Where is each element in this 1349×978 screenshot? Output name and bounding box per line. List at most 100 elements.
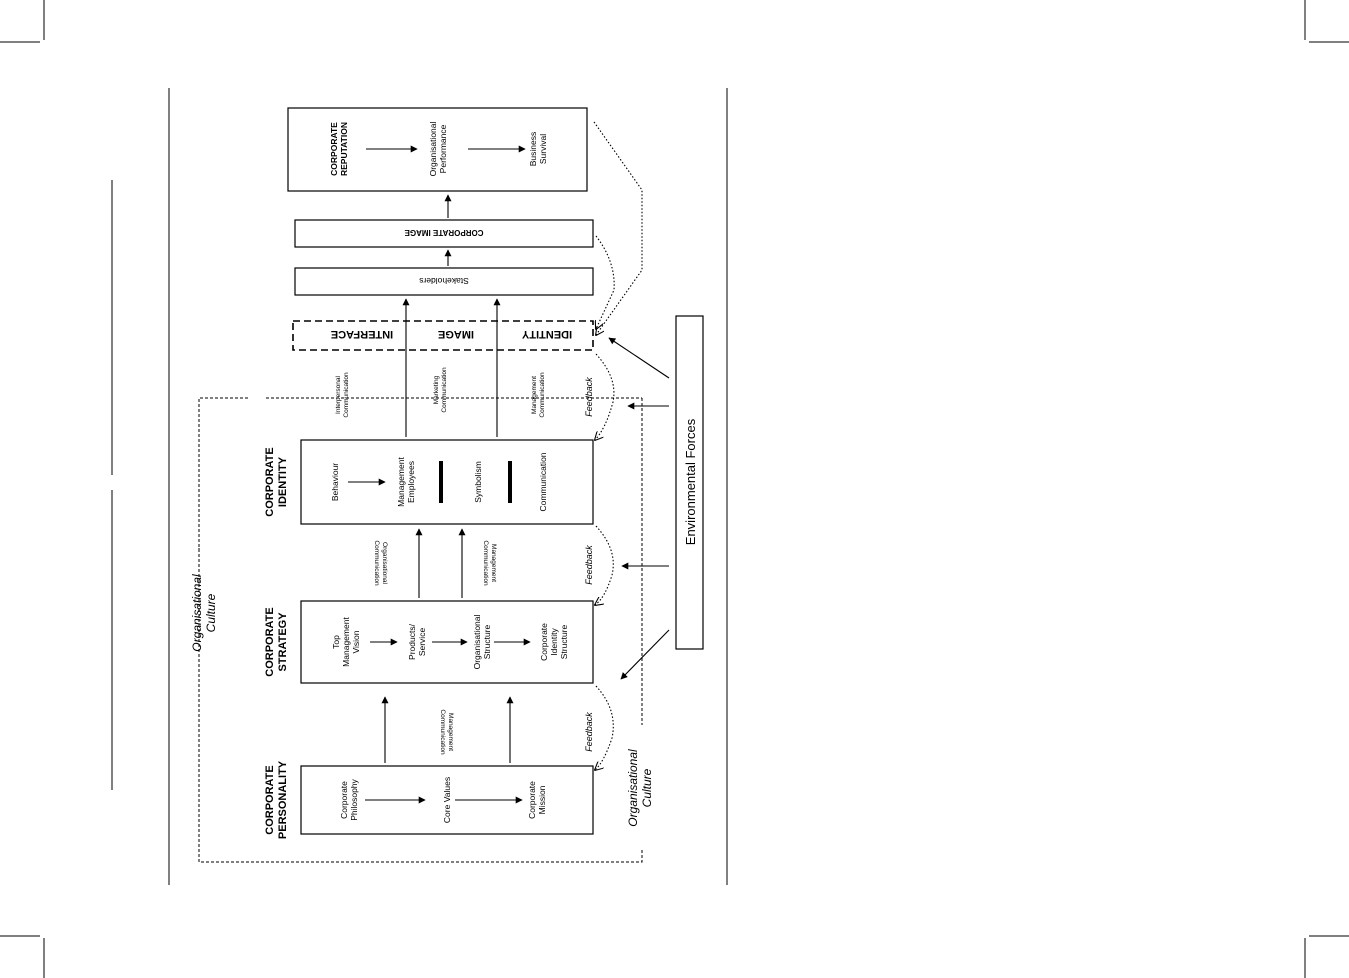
svg-text:Communication: Communication <box>539 372 546 418</box>
svg-text:Environmental Forces: Environmental Forces <box>683 418 698 545</box>
svg-text:Corporate: Corporate <box>539 623 549 661</box>
mission-label: Corporate Mission <box>527 781 547 819</box>
org-culture-label-bottom: Organisational Culture <box>626 749 654 827</box>
svg-text:INTERFACE: INTERFACE <box>331 328 393 340</box>
svg-text:Culture: Culture <box>204 593 218 632</box>
svg-text:Communication: Communication <box>482 540 489 586</box>
org-structure-label: Organisational Structure <box>472 614 492 669</box>
comm-management-3: Management Communication <box>531 372 546 418</box>
reputation-box <box>287 107 588 192</box>
svg-text:Organisational: Organisational <box>428 121 438 176</box>
svg-text:Communication: Communication <box>343 372 350 418</box>
svg-text:Business: Business <box>528 132 538 167</box>
svg-text:Communication: Communication <box>441 367 448 413</box>
svg-text:Management: Management <box>531 376 538 414</box>
culture-boundary <box>198 397 643 863</box>
svg-text:PERSONALITY: PERSONALITY <box>277 760 289 839</box>
svg-text:Core Values: Core Values <box>442 777 452 823</box>
svg-text:REPUTATION: REPUTATION <box>339 122 349 176</box>
svg-text:Management: Management <box>447 713 454 751</box>
performance-label: Organisational Performance <box>428 121 448 176</box>
feedback-label-3: Feedback <box>584 377 594 417</box>
svg-text:Structure: Structure <box>559 624 569 659</box>
svg-text:Feedback: Feedback <box>584 545 594 585</box>
svg-text:IMAGE: IMAGE <box>438 328 474 340</box>
feedback-curve-reputation <box>593 121 643 335</box>
stakeholders-box <box>294 267 594 296</box>
corporate-image-label: CORPORATE IMAGE <box>404 228 484 237</box>
svg-text:Behaviour: Behaviour <box>330 463 340 501</box>
comm-interpersonal: Interpersonal Communication <box>335 372 350 418</box>
feedback-curve-strategy <box>595 525 614 605</box>
svg-text:Mission: Mission <box>537 785 547 814</box>
svg-text:Corporate: Corporate <box>339 781 349 819</box>
svg-text:IDENTITY: IDENTITY <box>521 328 572 340</box>
cis-label: Corporate Identity Structure <box>539 623 569 661</box>
personality-title: CORPORATE PERSONALITY <box>264 760 289 839</box>
arrow-env-feedback-strategy <box>620 629 670 680</box>
svg-text:Survival: Survival <box>538 134 548 164</box>
stakeholders-label: Stakeholders <box>419 276 469 286</box>
svg-text:Philosophy: Philosophy <box>349 778 359 820</box>
svg-text:CORPORATE: CORPORATE <box>329 122 339 176</box>
identity-title: CORPORATE IDENTITY <box>264 447 289 516</box>
comm-management-2: Management Communication <box>482 540 497 586</box>
svg-text:Management: Management <box>490 544 497 582</box>
svg-text:Management: Management <box>341 617 351 667</box>
svg-text:Organisational: Organisational <box>626 749 640 827</box>
interface-image-label: IMAGE <box>438 328 474 340</box>
corporate-image-box <box>294 219 594 248</box>
products-label: Products/ Service <box>407 623 427 660</box>
svg-text:STRATEGY: STRATEGY <box>277 612 289 672</box>
svg-text:Symbolism: Symbolism <box>473 461 483 503</box>
svg-text:Organisational: Organisational <box>381 542 388 584</box>
philosophy-label: Corporate Philosophy <box>339 778 359 820</box>
svg-text:Products/: Products/ <box>407 623 417 660</box>
interface-identity-label: IDENTITY <box>521 328 572 340</box>
svg-text:Employees: Employees <box>406 461 416 503</box>
svg-text:Organisational: Organisational <box>472 614 482 669</box>
svg-text:Service: Service <box>417 628 427 657</box>
feedback-label-2: Feedback <box>584 545 594 585</box>
svg-text:Performance: Performance <box>438 124 448 173</box>
svg-text:Top: Top <box>331 635 341 649</box>
feedback-label-1: Feedback <box>584 712 594 752</box>
svg-text:Management: Management <box>396 457 406 507</box>
core-values-label: Core Values <box>442 777 452 823</box>
symbolism-label: Symbolism <box>473 461 483 503</box>
svg-text:Corporate: Corporate <box>527 781 537 819</box>
behaviour-label: Behaviour <box>330 463 340 501</box>
svg-text:Culture: Culture <box>640 768 654 807</box>
feedback-curve-personality <box>595 685 614 770</box>
identity-bar-1 <box>439 461 443 503</box>
reputation-title: CORPORATE REPUTATION <box>329 122 349 176</box>
strategy-box <box>300 600 594 684</box>
svg-text:Stakeholders: Stakeholders <box>419 276 469 286</box>
survival-label: Business Survival <box>528 132 548 167</box>
environmental-forces-label: Environmental Forces <box>683 418 698 545</box>
svg-text:CORPORATE: CORPORATE <box>264 607 276 676</box>
svg-text:CORPORATE IMAGE: CORPORATE IMAGE <box>404 228 484 237</box>
svg-text:Communication: Communication <box>439 709 446 755</box>
svg-text:Vision: Vision <box>351 630 361 653</box>
personality-box <box>300 765 594 835</box>
svg-text:Interpersonal: Interpersonal <box>335 375 342 413</box>
communication-label: Communication <box>538 452 548 511</box>
svg-text:Communication: Communication <box>538 452 548 511</box>
org-culture-label-top: Organisational Culture <box>190 574 218 652</box>
svg-text:Identity: Identity <box>549 628 559 656</box>
feedback-curve-identity <box>595 353 615 440</box>
vision-label: Top Management Vision <box>331 617 361 667</box>
svg-text:Marketing: Marketing <box>433 375 440 404</box>
page-frame <box>111 88 728 885</box>
feedback-curve-image <box>596 235 615 329</box>
identity-box <box>300 439 594 525</box>
arrow-env-interface <box>608 337 670 379</box>
management-employees-label: Management Employees <box>396 457 416 507</box>
svg-text:Communication: Communication <box>373 540 380 586</box>
environmental-forces-box <box>675 315 704 650</box>
svg-text:CORPORATE: CORPORATE <box>264 447 276 516</box>
comm-organisational: Organisational Communication <box>373 540 388 586</box>
